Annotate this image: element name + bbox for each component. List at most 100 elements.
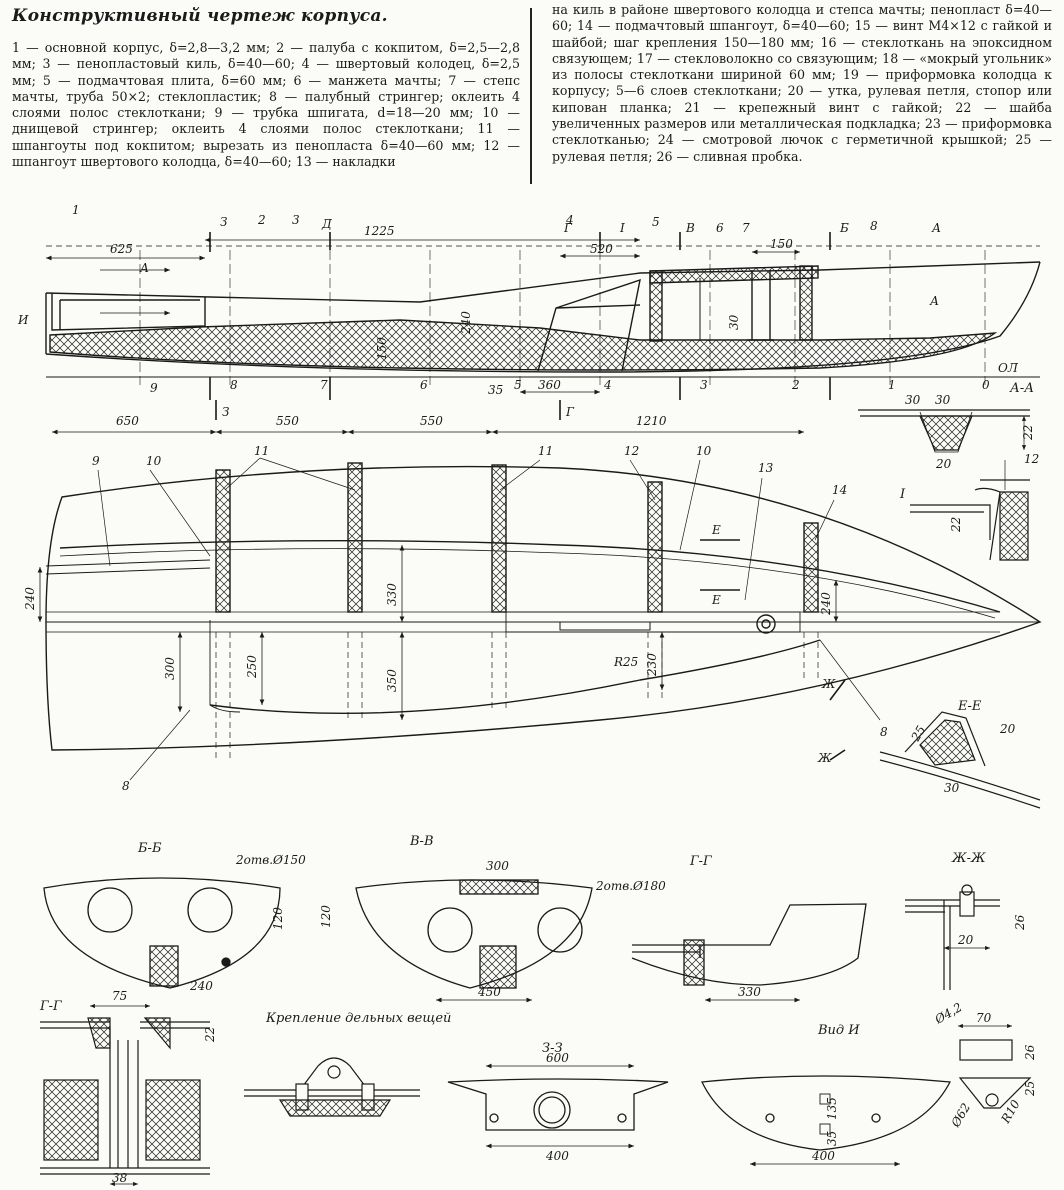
mark-z2: З <box>222 405 229 419</box>
deck-stringer <box>59 539 1001 613</box>
view-i <box>701 1075 952 1167</box>
frame-11a <box>215 469 231 613</box>
part-12: 12 <box>624 444 639 458</box>
dim-vi-135: 135 <box>825 1097 839 1120</box>
dim-p-d62: Ø62 <box>948 1101 973 1131</box>
part-7: 7 <box>742 221 750 235</box>
mark-view-i: И <box>17 313 29 327</box>
dim-240: 240 <box>459 311 473 335</box>
part-14: 14 <box>832 483 847 497</box>
keel-foam <box>49 319 998 371</box>
dim-360: 360 <box>538 378 561 392</box>
dim-i-12: 12 <box>1024 452 1039 466</box>
dim-aa-30a: 30 <box>905 393 921 407</box>
section-fittings <box>244 1057 420 1117</box>
mark-a: А <box>931 221 941 235</box>
dim-230: 230 <box>645 653 659 677</box>
dim-gg2-38: 38 <box>112 1171 128 1185</box>
dim-vv-450: 450 <box>477 985 501 999</box>
hull-bottom <box>45 261 1041 373</box>
legend-left: 1 — основной корпус, δ=2,8—3,2 мм; 2 — п… <box>12 40 520 170</box>
mark-g: Г <box>563 221 573 235</box>
legend-right: на киль в районе швертового колодца и ст… <box>552 2 1052 164</box>
station-3: 3 <box>700 378 708 392</box>
part-8b: 8 <box>880 725 888 739</box>
part-6: 6 <box>716 221 724 235</box>
mark-v: В <box>685 221 695 235</box>
section-g-g-2 <box>40 1003 210 1187</box>
dim-1225: 1225 <box>364 224 395 238</box>
frame-box <box>649 270 663 342</box>
deck-line <box>45 261 1041 303</box>
title-z-z: З-З <box>542 1041 563 1056</box>
station-9: 9 <box>150 381 158 395</box>
dim-zz-400: 400 <box>545 1149 569 1163</box>
part-8a: 8 <box>122 779 130 793</box>
section-g-g <box>631 903 867 1003</box>
detail-pintle <box>958 1023 1032 1109</box>
section-z-z <box>447 1063 669 1149</box>
dim-vv-120: 120 <box>319 905 333 928</box>
dim-330: 330 <box>385 583 399 606</box>
dim-240p: 240 <box>23 587 37 611</box>
frame-box-2 <box>799 265 813 341</box>
mark-g2: Г <box>565 405 575 419</box>
section-b-b <box>43 877 281 989</box>
dim-35: 35 <box>488 383 503 397</box>
title-view-i: Вид И <box>817 1023 860 1038</box>
dim-r25: R25 <box>613 655 638 669</box>
dim-aa-22: 22 <box>1021 425 1035 441</box>
title-i: I <box>899 487 906 502</box>
cockpit-box <box>51 293 206 331</box>
part-9: 9 <box>92 454 100 468</box>
title-g-g-2: Г-Г <box>39 999 62 1014</box>
dim-bb-holes: 2отв.Ø150 <box>235 853 306 867</box>
part-11b: 11 <box>538 444 553 458</box>
part-10b: 10 <box>696 444 712 458</box>
station-6: 6 <box>420 378 428 392</box>
section-v-v <box>355 879 593 1003</box>
dim-150: 150 <box>770 237 793 251</box>
centreboard-trunk <box>537 278 641 372</box>
station-5: 5 <box>514 378 522 392</box>
plan-view-text: 650 550 550 1210 240 330 300 250 350 230… <box>23 405 888 793</box>
frame-11c <box>491 464 507 613</box>
dim-gg2-75: 75 <box>112 989 127 1003</box>
mark-i: I <box>619 221 625 235</box>
dim-650: 650 <box>116 414 139 428</box>
station-4: 4 <box>603 378 612 392</box>
part-3: 3 <box>292 213 300 227</box>
dim-i-22: 22 <box>949 517 963 533</box>
part-10: 10 <box>146 454 162 468</box>
title-b-b: Б-Б <box>137 841 162 856</box>
dim-bb-240: 240 <box>189 979 213 993</box>
mark-e1: Е <box>711 523 721 537</box>
dim-p-d42: Ø4,2 <box>932 1000 965 1027</box>
dim-30: 30 <box>727 314 741 330</box>
plan-view <box>37 400 1042 781</box>
dim-p-r10: R10 <box>998 1097 1023 1126</box>
mark-a2: А <box>139 261 149 275</box>
dim-zh-26: 26 <box>1013 914 1027 931</box>
dim-550a: 550 <box>276 414 299 428</box>
part-5: 5 <box>652 215 660 229</box>
frame-14 <box>803 522 819 613</box>
dim-gg2-22: 22 <box>203 1027 217 1043</box>
mark-d: Д <box>321 217 332 231</box>
dim-vi-35: 35 <box>825 1131 839 1146</box>
detail-e-e <box>879 711 1041 809</box>
part-13: 13 <box>758 461 774 475</box>
mast-plate <box>649 265 819 284</box>
dim-p-26: 26 <box>1023 1044 1037 1061</box>
dim-250: 250 <box>245 655 259 679</box>
dim-gg-330: 330 <box>738 985 761 999</box>
section-zh-zh <box>905 884 1000 990</box>
hatch-circle <box>756 614 776 634</box>
bottom-stringer <box>209 639 821 715</box>
station-2: 2 <box>791 378 800 392</box>
dim-bb-120: 120 <box>271 907 285 930</box>
side-view-text: 1 2 3 4 5 6 7 8 625 1225 520 150 240 150… <box>17 203 1019 397</box>
mark-b: Б <box>839 221 849 235</box>
station-8: 8 <box>230 378 238 392</box>
